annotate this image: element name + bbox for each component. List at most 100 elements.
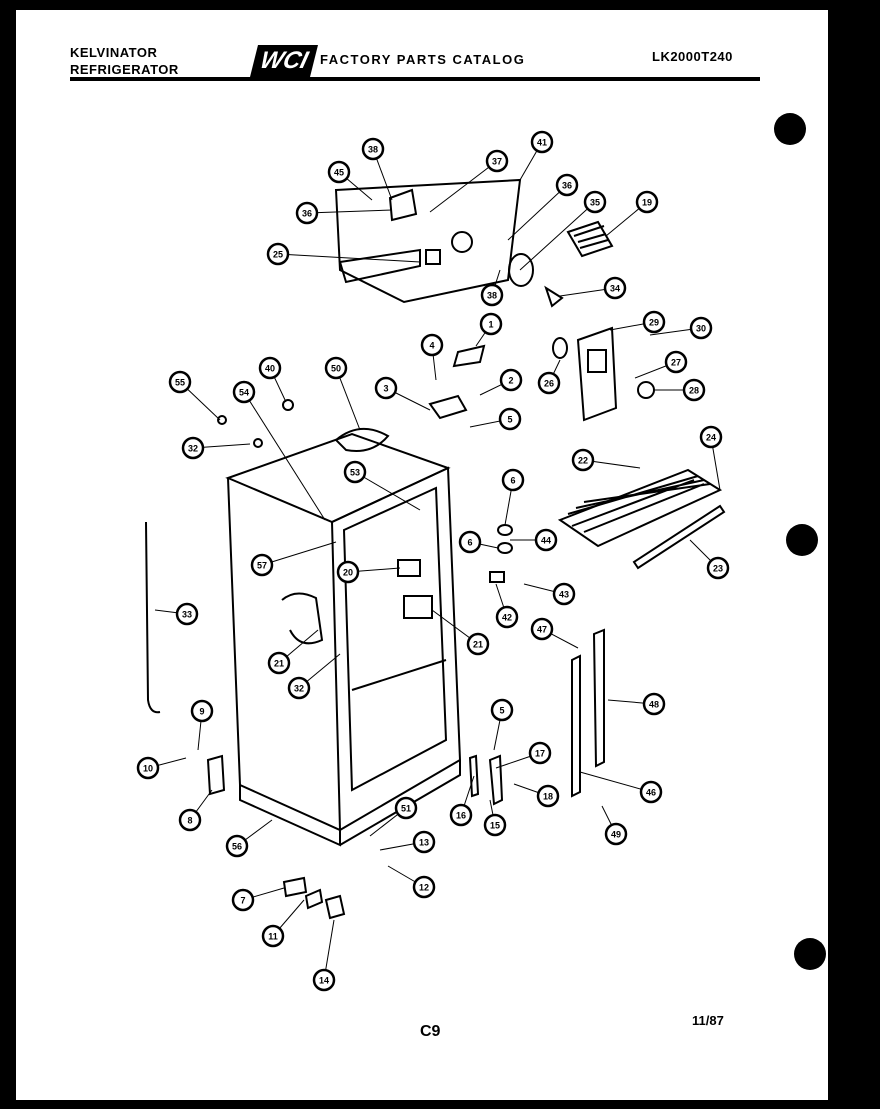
callout-balloon: 13 [412, 830, 436, 854]
callout-balloon: 27 [664, 350, 688, 374]
callout-circle [449, 803, 473, 827]
callout-balloon: 5 [490, 698, 514, 722]
callout-number: 1 [488, 320, 493, 330]
callout-number: 29 [649, 318, 659, 328]
callout-balloon: 17 [528, 741, 552, 765]
callout-balloon: 53 [343, 460, 367, 484]
leader-line [277, 253, 421, 263]
callout-circle [699, 425, 723, 449]
callout-number: 28 [689, 386, 699, 396]
callout-number: 10 [143, 764, 153, 774]
callout-number: 6 [510, 476, 515, 486]
callout-number: 42 [502, 613, 512, 623]
callout-circle [537, 371, 561, 395]
callout-number: 33 [182, 610, 192, 620]
callout-circle [287, 676, 311, 700]
callout-circle [181, 436, 205, 460]
callout-circle [312, 968, 336, 992]
leader-line [354, 471, 421, 511]
callout-number: 50 [331, 364, 341, 374]
callout-circle [495, 605, 519, 629]
product-type: REFRIGERATOR [70, 62, 179, 77]
leader-line [243, 391, 326, 521]
callout-circle [571, 448, 595, 472]
callout-number: 56 [232, 842, 242, 852]
callout-number: 15 [490, 821, 500, 831]
callout-circle [639, 780, 663, 804]
callout-balloon: 34 [603, 276, 627, 300]
callout-circle [458, 530, 482, 554]
callout-balloon: 23 [706, 556, 730, 580]
ice-tray [566, 220, 614, 258]
callout-balloon: 50 [324, 356, 348, 380]
fan-motor [508, 253, 564, 308]
callout-circle [261, 924, 285, 948]
catalog-title: FACTORY PARTS CATALOG [320, 52, 526, 67]
callout-balloon: 38 [480, 283, 504, 307]
callout-circle [267, 651, 291, 675]
callout-balloon: 54 [232, 380, 256, 404]
callout-balloon: 49 [604, 822, 628, 846]
callout-circle [190, 699, 214, 723]
evaporator-cover-panel [334, 178, 522, 304]
callout-circle [603, 276, 627, 300]
callout-number: 36 [302, 209, 312, 219]
callout-number: 7 [240, 896, 245, 906]
callout-number: 51 [401, 804, 411, 814]
callout-number: 37 [492, 157, 502, 167]
callout-circle [232, 380, 256, 404]
callout-circle [583, 190, 607, 214]
callout-number: 45 [334, 168, 344, 178]
callout-balloon: 11 [261, 924, 285, 948]
callout-balloon: 37 [485, 149, 509, 173]
callout-balloon: 6 [458, 530, 482, 554]
callout-number: 5 [499, 706, 504, 716]
callout-circle [175, 602, 199, 626]
callout-number: 20 [343, 568, 353, 578]
callout-number: 21 [274, 659, 284, 669]
callout-number: 11 [268, 932, 278, 942]
callout-balloon: 32 [287, 676, 311, 700]
callout-number: 25 [273, 250, 283, 260]
header-rule [70, 77, 760, 81]
callout-balloon: 21 [466, 632, 490, 656]
callout-balloon: 51 [394, 796, 418, 820]
callout-number: 40 [265, 364, 275, 374]
leader-line [429, 160, 498, 213]
callout-number: 49 [611, 830, 621, 840]
callout-number: 48 [649, 700, 659, 710]
callout-number: 23 [713, 564, 723, 574]
callout-circle [374, 376, 398, 400]
callout-balloon: 16 [449, 803, 473, 827]
callout-balloon: 9 [190, 699, 214, 723]
callout-number: 55 [175, 378, 185, 388]
callout-balloon: 57 [250, 553, 274, 577]
callout-balloon: 55 [168, 370, 192, 394]
callout-balloon: 4 [420, 333, 444, 357]
callout-balloon: 29 [642, 310, 666, 334]
callout-balloon: 33 [175, 602, 199, 626]
callout-circle [530, 130, 554, 154]
callout-balloon: 56 [225, 834, 249, 858]
model-number: LK2000T240 [652, 49, 733, 64]
binder-hole [786, 524, 818, 556]
callout-balloon: 36 [295, 201, 319, 225]
callout-number: 21 [473, 640, 483, 650]
callout-balloon: 19 [635, 190, 659, 214]
callout-number: 53 [350, 468, 360, 478]
callout-circle [642, 310, 666, 334]
callout-balloon: 28 [682, 378, 706, 402]
callout-number: 24 [706, 433, 716, 443]
callout-balloon: 22 [571, 448, 595, 472]
callout-circle [136, 756, 160, 780]
parts-drawing [145, 178, 726, 920]
callout-number: 17 [535, 749, 545, 759]
callout-balloons: 3845374136353625193834142352930272628535… [136, 130, 730, 992]
page-code: C9 [420, 1023, 441, 1040]
callout-balloon: 25 [266, 242, 290, 266]
callout-number: 13 [419, 838, 429, 848]
callout-number: 18 [543, 792, 553, 802]
callout-number: 34 [610, 284, 620, 294]
callout-number: 8 [187, 816, 192, 826]
